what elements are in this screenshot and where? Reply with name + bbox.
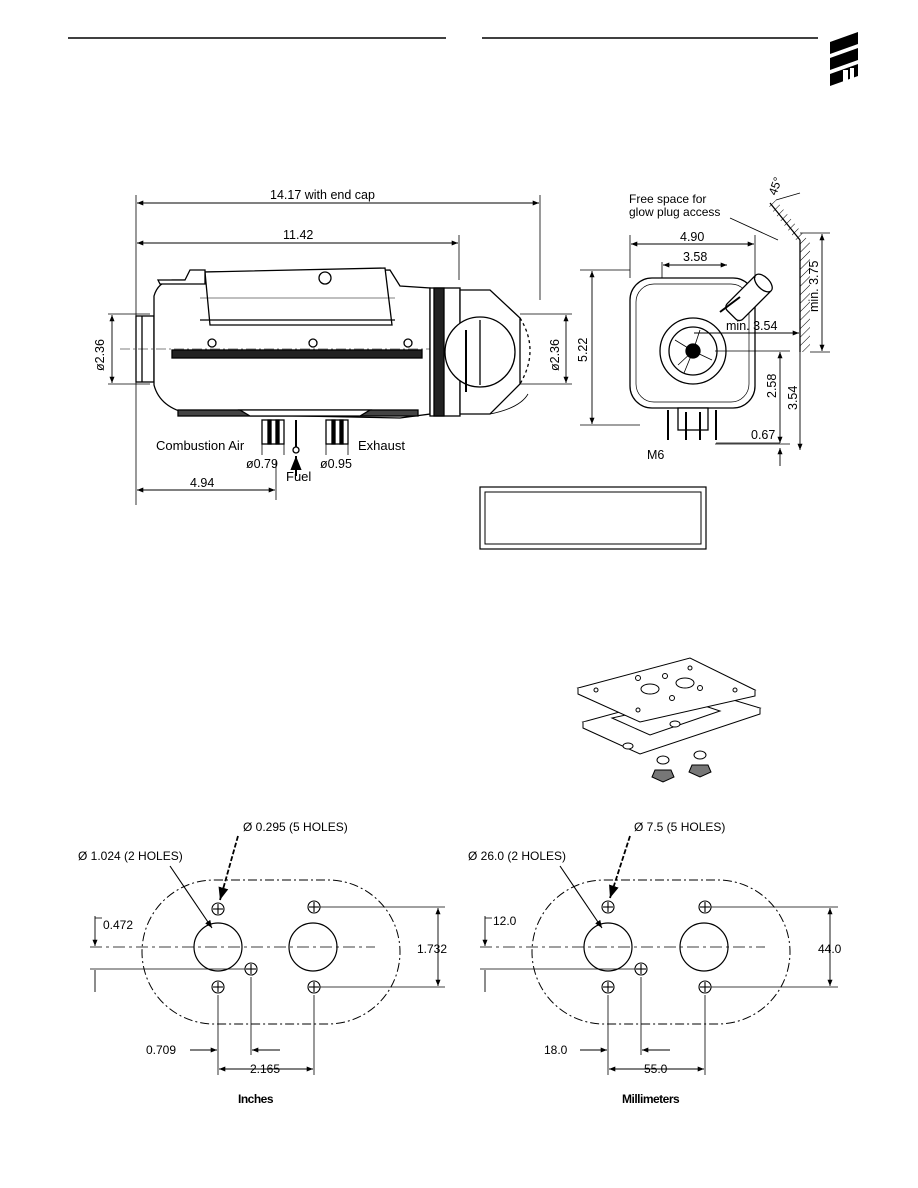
heater-end-view [580,192,830,466]
dim-offset-horizontal-mm: 18.0 [544,1043,568,1057]
dim-exhaust-diameter: ø0.95 [320,457,352,471]
label-exhaust: Exhaust [358,438,405,453]
dim-spacing-horizontal-inches: 2.165 [250,1062,280,1076]
label-large-holes-inches: Ø 1.024 (2 HOLES) [78,849,183,863]
dim-center-height: 2.58 [765,374,779,398]
empty-frame-box [479,486,707,550]
label-small-holes-mm: Ø 7.5 (5 HOLES) [634,820,725,834]
mounting-plate-illustration [576,657,762,783]
dim-angle: 45° [766,175,785,197]
dim-stud-offset: 0.67 [751,428,775,442]
label-fuel: Fuel [286,469,311,484]
label-combustion-air: Combustion Air [156,438,245,453]
heater-side-view [108,195,572,505]
dim-bottom-height: 3.54 [786,386,800,410]
mount-pattern-inches [90,835,445,1075]
dim-spacing-vertical-inches: 1.732 [417,942,447,956]
label-stud-m6: M6 [647,448,664,462]
mount-pattern-millimeters [480,835,838,1075]
caption-millimeters: Millimeters [622,1092,680,1106]
dim-overall-length: 14.17 with end cap [270,188,375,202]
label-large-holes-mm: Ø 26.0 (2 HOLES) [468,849,566,863]
dim-offset-vertical-mm: 12.0 [493,914,517,928]
brand-logo [830,32,858,86]
label-small-holes-inches: Ø 0.295 (5 HOLES) [243,820,348,834]
dim-outlet-diameter: ø2.36 [548,339,562,371]
dim-body-length: 11.42 [283,228,313,242]
note-free-space-line1: Free space for [629,192,706,206]
dim-spacing-horizontal-mm: 55.0 [644,1062,668,1076]
note-free-space-line2: glow plug access [629,205,720,219]
dim-min-top: min. 3.75 [807,261,821,312]
dim-end-inner-width: 3.58 [683,250,707,264]
dim-min-side: min. 3.54 [726,319,777,333]
dim-inlet-diameter: ø2.36 [93,339,107,371]
caption-inches: Inches [238,1092,274,1106]
dim-port-offset: 4.94 [190,476,214,490]
dim-end-height: 5.22 [576,338,590,362]
dim-offset-vertical-inches: 0.472 [103,918,133,932]
dim-spacing-vertical-mm: 44.0 [818,942,842,956]
dim-combustion-air-diameter: ø0.79 [246,457,278,471]
dim-end-width: 4.90 [680,230,704,244]
dim-offset-horizontal-inches: 0.709 [146,1043,176,1057]
